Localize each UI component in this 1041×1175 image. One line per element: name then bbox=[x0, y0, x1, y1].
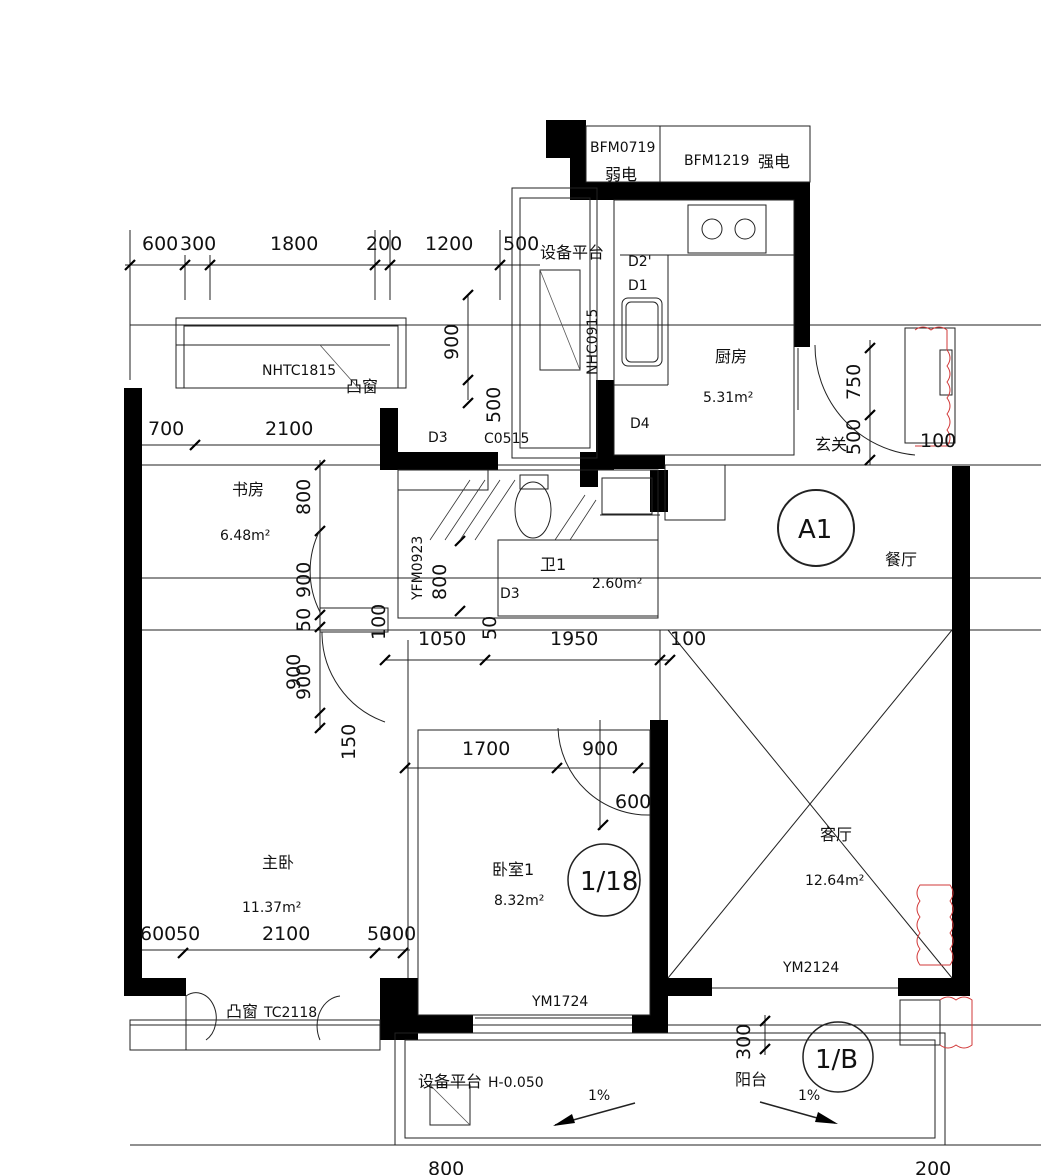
equipment-platform-top: 设备平台 bbox=[540, 243, 604, 262]
equipment-platform-level: H-0.050 bbox=[488, 1075, 544, 1091]
dim-vert-6: 750 bbox=[843, 364, 865, 400]
bathroom-name: 卫1 bbox=[540, 555, 566, 574]
code-c0515: C0515 bbox=[484, 431, 529, 447]
code-yfm0923: YFM0923 bbox=[410, 536, 426, 601]
bathroom-hatch bbox=[429, 479, 597, 541]
revision-clouds bbox=[914, 326, 973, 1049]
dim-mid-2: 100 bbox=[670, 628, 706, 650]
dim-misc-0: 100 bbox=[920, 430, 956, 452]
callout-a1: A1 bbox=[798, 515, 832, 545]
dim-bed-2: 600 bbox=[615, 791, 651, 813]
weak-power-label: 弱电 bbox=[605, 165, 637, 184]
dim-vert-8: 300 bbox=[733, 1024, 755, 1060]
bathroom-area: 2.60m² bbox=[592, 576, 642, 592]
equipment-platform-bottom: 设备平台 bbox=[418, 1072, 482, 1091]
bedroom1-area: 8.32m² bbox=[494, 893, 544, 909]
callout-circles bbox=[567, 489, 874, 1093]
bay-window-top: 凸窗 bbox=[346, 377, 378, 396]
dim-study-2: 50 bbox=[293, 608, 315, 632]
balcony-name: 阳台 bbox=[735, 1070, 767, 1089]
code-bfm1219: BFM1219 bbox=[684, 153, 749, 169]
code-ym1724: YM1724 bbox=[531, 994, 588, 1010]
dim-misc-1: 200 bbox=[915, 1158, 951, 1175]
living-room-area: 12.64m² bbox=[805, 873, 864, 889]
dim-top-3: 200 bbox=[366, 233, 402, 255]
room-labels: 书房 6.48m² 厨房 5.31m² 主卧 11.37m² 卧室1 8.32m… bbox=[220, 152, 917, 1091]
dim-mid-0: 1050 bbox=[418, 628, 466, 650]
bay-window-bottom: 凸窗 bbox=[226, 1002, 258, 1021]
dim-bottom-0: 600 bbox=[140, 923, 176, 945]
dim-row2-1: 2100 bbox=[265, 418, 313, 440]
slope-labels: 1% 1% bbox=[588, 1088, 820, 1104]
dim-mid-1: 1950 bbox=[550, 628, 598, 650]
dim-bottom-1: 50 bbox=[176, 923, 200, 945]
callout-labels: A1 1/18 1/B bbox=[580, 515, 858, 1075]
code-d4: D4 bbox=[630, 416, 650, 432]
dim-top-5: 500 bbox=[503, 233, 539, 255]
dim-study-0: 800 bbox=[293, 479, 315, 515]
dim-bottom-2: 2100 bbox=[262, 923, 310, 945]
element-codes: BFM0719 BFM1219 NHTC1815 凸窗 凸窗 TC2118 C0… bbox=[226, 140, 839, 1021]
dim-vert-3: 800 bbox=[429, 564, 451, 600]
dimension-numbers: 600 300 1800 200 1200 500 700 2100 800 9… bbox=[140, 233, 956, 1175]
dim-top-0: 600 bbox=[142, 233, 178, 255]
code-nhc0915: NHC0915 bbox=[585, 309, 601, 375]
walls bbox=[124, 120, 970, 1040]
slope-arrows bbox=[553, 1101, 838, 1126]
strong-power-label: 强电 bbox=[758, 152, 790, 171]
dim-vert-7: 500 bbox=[843, 419, 865, 455]
study-area: 6.48m² bbox=[220, 528, 270, 544]
dim-vert-0: 900 bbox=[441, 324, 463, 360]
code-d1: D1 bbox=[628, 278, 648, 294]
callout-1-b: 1/B bbox=[815, 1045, 858, 1075]
dim-row2-0: 700 bbox=[148, 418, 184, 440]
code-nhtc1815: NHTC1815 bbox=[262, 363, 336, 379]
code-tc2118: TC2118 bbox=[263, 1005, 317, 1021]
dim-vert-2: 900 bbox=[283, 654, 305, 690]
dim-study-3: 900 bbox=[293, 664, 315, 700]
slope-right: 1% bbox=[798, 1088, 820, 1104]
dim-study-4: 150 bbox=[338, 724, 360, 760]
dim-bed-1: 900 bbox=[582, 738, 618, 760]
dim-study-1: 900 bbox=[293, 562, 315, 598]
master-bedroom-name: 主卧 bbox=[262, 853, 294, 872]
living-room-name: 客厅 bbox=[820, 825, 852, 844]
master-bedroom-area: 11.37m² bbox=[242, 900, 301, 916]
dim-vert-4: 50 bbox=[479, 616, 501, 640]
code-d3-top: D3 bbox=[428, 430, 448, 446]
room-outlines bbox=[129, 125, 956, 1146]
callout-1-18: 1/18 bbox=[580, 867, 638, 897]
dim-top-4: 1200 bbox=[425, 233, 473, 255]
dim-bottom-4: 300 bbox=[380, 923, 416, 945]
dim-bed-0: 1700 bbox=[462, 738, 510, 760]
dim-top-2: 1800 bbox=[270, 233, 318, 255]
bedroom1-name: 卧室1 bbox=[492, 860, 534, 879]
dimension-ticks bbox=[124, 259, 876, 1055]
dim-vert-5: 100 bbox=[368, 604, 390, 640]
slope-left: 1% bbox=[588, 1088, 610, 1104]
code-ym2124: YM2124 bbox=[782, 960, 839, 976]
dim-vert-1: 500 bbox=[483, 387, 505, 423]
code-bfm0719: BFM0719 bbox=[590, 140, 655, 156]
study-name: 书房 bbox=[232, 480, 264, 499]
kitchen-name: 厨房 bbox=[715, 347, 747, 366]
dim-top-1: 300 bbox=[180, 233, 216, 255]
dining-room-name: 餐厅 bbox=[885, 550, 917, 569]
dim-misc-2: 800 bbox=[428, 1158, 464, 1175]
code-d2: D2' bbox=[628, 254, 652, 270]
kitchen-area: 5.31m² bbox=[703, 390, 753, 406]
foyer-name: 玄关 bbox=[815, 435, 847, 454]
dim-bottom-3: 50 bbox=[367, 923, 391, 945]
code-d3-bath: D3 bbox=[500, 586, 520, 602]
dimension-lines bbox=[125, 230, 1041, 1146]
